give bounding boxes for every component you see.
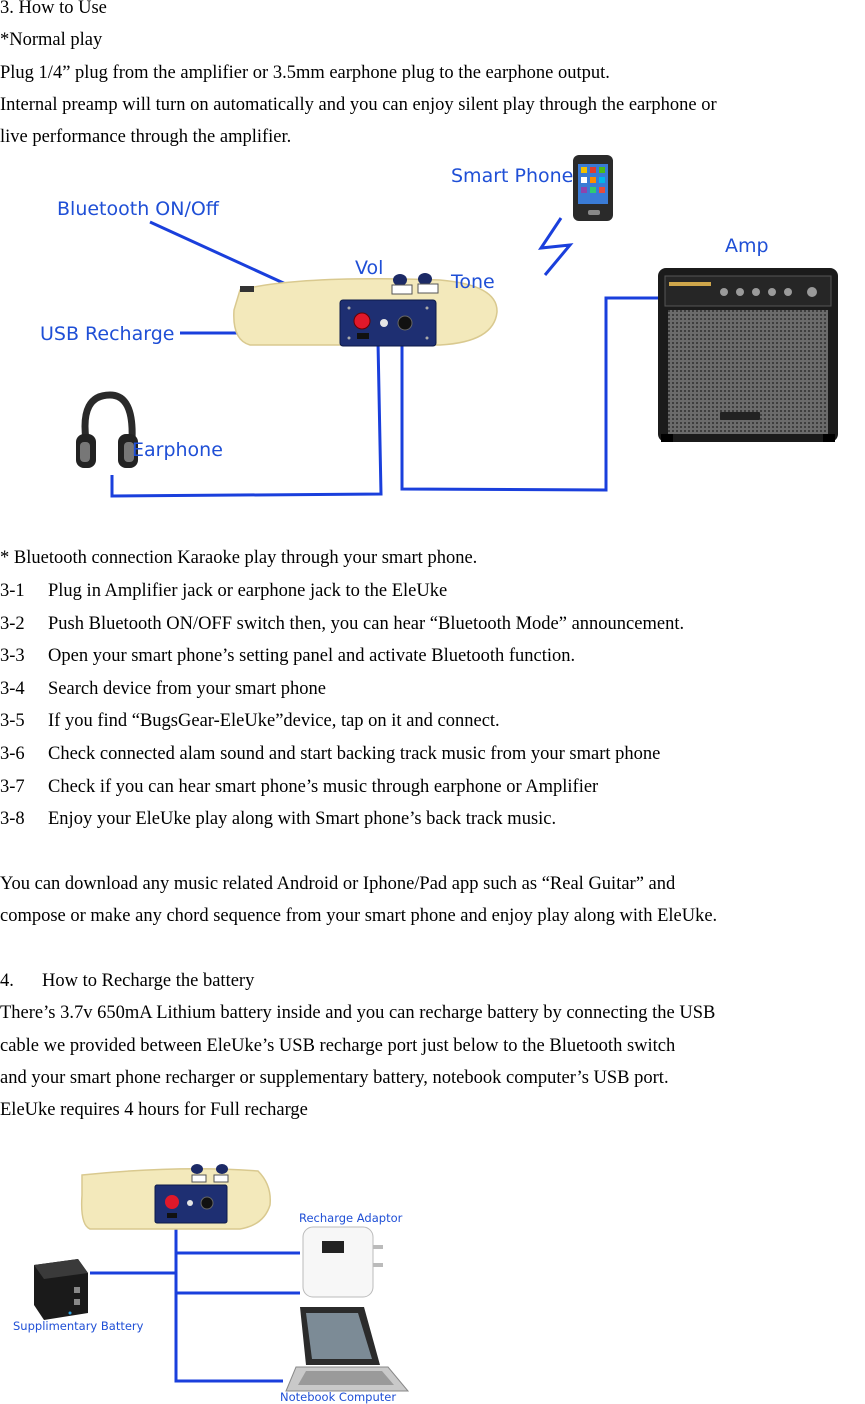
preamp-paragraph-line-2: live performance through the amplifier. [0,127,292,147]
bluetooth-onoff-label: Bluetooth ON/Off [57,198,220,220]
download-note-line-1: You can download any music related Andro… [0,874,676,894]
recharge-ukulele-body [80,1164,271,1230]
bluetooth-step-text: Check if you can hear smart phone’s musi… [48,776,599,797]
bluetooth-step-number: 3-7 [0,776,25,797]
bluetooth-heading: * Bluetooth connection Karaoke play thro… [0,548,478,568]
bluetooth-step-number: 3-4 [0,678,25,699]
normal-play-heading: *Normal play [0,30,103,50]
smart-phone-label: Smart Phone [451,165,573,187]
bluetooth-step-number: 3-1 [0,581,25,601]
bluetooth-step-number: 3-3 [0,646,25,667]
notebook-computer-image [285,1307,410,1392]
bluetooth-step-number: 3-5 [0,711,25,732]
supplementary-battery-label: Supplimentary Battery [13,1319,144,1333]
recharge-line-4: EleUke requires 4 hours for Full recharg… [0,1100,308,1120]
bluetooth-step-number: 3-6 [0,744,25,764]
bluetooth-button [353,312,371,330]
recharge-line-3: and your smart phone recharger or supple… [0,1068,669,1088]
section-heading-how-to-use: 3. How to Use [0,0,107,18]
recharge-adaptor-image [302,1226,383,1298]
bluetooth-step: 3-1 Plug in Amplifier jack or earphone ja… [0,580,447,602]
recharge-diagram: Recharge Adaptor Supplimentary Battery N… [13,1164,410,1404]
recharge-line-2: cable we provided between EleUke’s USB r… [0,1036,676,1056]
bluetooth-step: 3-2 Push Bluetooth ON/OFF switch then, yo… [0,613,684,635]
tone-label: Tone [450,271,495,293]
download-note-line-2: compose or make any chord sequence from … [0,906,718,926]
bluetooth-step-text: If you find “BugsGear-EleUke”device, tap… [48,711,500,732]
normal-play-paragraph: Plug 1/4” plug from the amplifier or 3.5… [0,63,610,83]
bluetooth-step-text: Check connected alam sound and start bac… [48,744,661,764]
bluetooth-step: 3-7 Check if you can hear smart phone’s m… [0,776,598,798]
amp-label: Amp [725,235,769,257]
vol-label: Vol [355,257,383,279]
supplementary-battery-image [34,1259,88,1320]
bluetooth-step-text: Open your smart phone’s setting panel an… [48,646,576,667]
bluetooth-step-number: 3-2 [0,613,25,634]
bluetooth-step-text: Enjoy your EleUke play along with Smart … [48,809,557,830]
headphones-image [76,391,138,468]
preamp-paragraph-line-1: Internal preamp will turn on automatical… [0,95,717,115]
bluetooth-step-text: Search device from your smart phone [48,678,326,699]
smart-phone-image [573,155,613,221]
bluetooth-step: 3-8 Enjoy your EleUke play along with Sma… [0,808,556,830]
connection-diagram: Smart Phone Bluetooth ON/Off Amp Vol Ton… [40,155,838,498]
ukulele-body [233,273,498,347]
bluetooth-step: 3-4 Search device from your smart phone [0,678,326,700]
recharge-heading-number: 4. [0,971,14,991]
bluetooth-step: 3-3 Open your smart phone’s setting panel… [0,645,575,667]
notebook-computer-label: Notebook Computer [280,1390,396,1404]
recharge-heading: 4. How to Recharge the battery [0,970,254,992]
bluetooth-step-text: Push Bluetooth ON/OFF switch then, you c… [48,613,685,634]
amplifier-image [658,268,838,442]
bluetooth-step: 3-5 If you find “BugsGear-EleUke”device, … [0,710,500,732]
bluetooth-step: 3-6 Check connected alam sound and start … [0,743,660,765]
recharge-line-1: There’s 3.7v 650mA Lithium battery insid… [0,1003,716,1023]
bluetooth-step-number: 3-8 [0,809,25,830]
bluetooth-step-text: Plug in Amplifier jack or earphone jack … [48,581,448,601]
recharge-heading-text: How to Recharge the battery [42,971,255,991]
earphone-label: Earphone [132,439,223,461]
recharge-adaptor-label: Recharge Adaptor [299,1211,403,1225]
usb-recharge-label: USB Recharge [40,323,174,345]
recharge-lines [90,1215,300,1383]
